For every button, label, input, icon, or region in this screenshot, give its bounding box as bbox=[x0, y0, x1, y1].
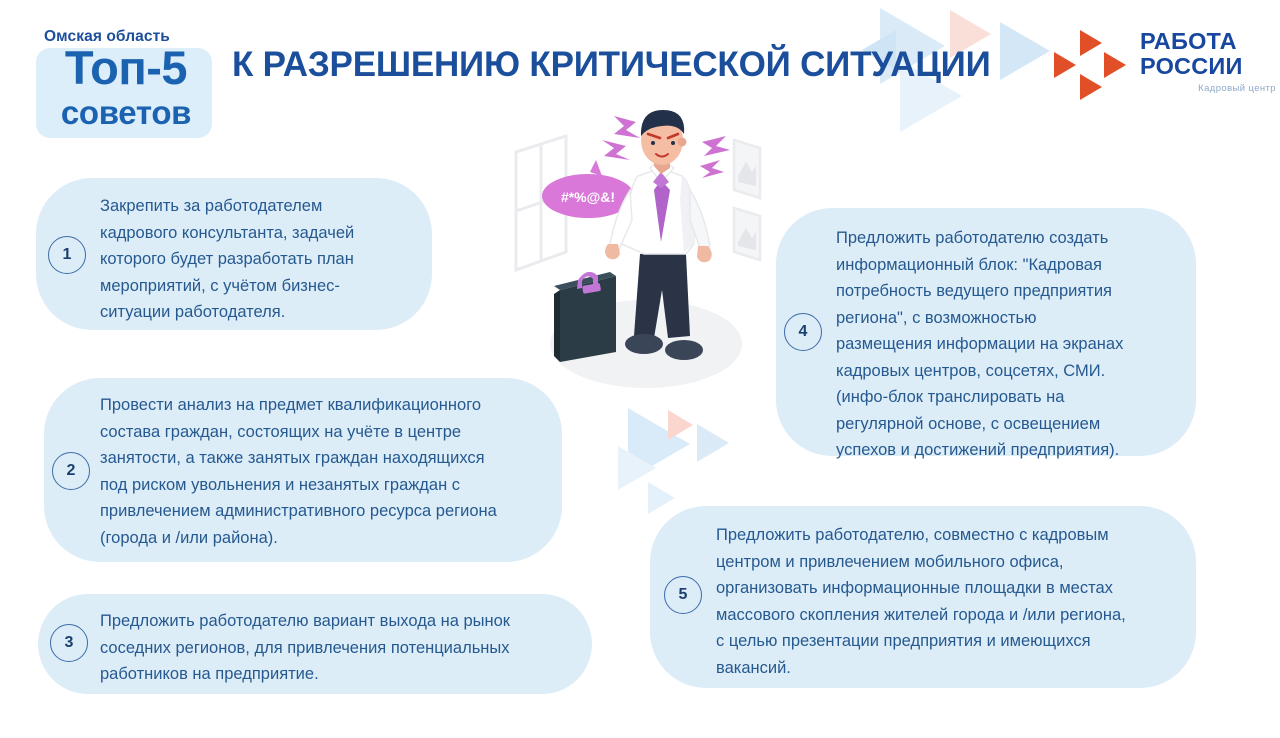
page-title: К РАЗРЕШЕНИЮ КРИТИЧЕСКОЙ СИТУАЦИИ bbox=[232, 45, 991, 84]
speech-bubble-text: #*%@&! bbox=[561, 189, 615, 205]
necktie bbox=[654, 180, 670, 242]
hand-left bbox=[605, 244, 620, 260]
tip-text-3: Предложить работодателю вариант выхода н… bbox=[100, 612, 510, 683]
eye-right bbox=[671, 141, 675, 145]
tip-text-2: Провести анализ на предмет квалификацион… bbox=[100, 396, 497, 547]
logo-line-1: РАБОТА bbox=[1140, 28, 1237, 54]
top5-badge-main-label: Топ-5 bbox=[64, 41, 188, 94]
briefcase-icon bbox=[554, 271, 616, 362]
logo-line-2: РОССИИ bbox=[1140, 53, 1243, 79]
tip-number-4: 4 bbox=[784, 313, 822, 351]
hair bbox=[640, 110, 685, 136]
tip-card-5 bbox=[650, 506, 1196, 688]
tip-number-5: 5 bbox=[664, 576, 702, 614]
top5-badge bbox=[36, 48, 212, 138]
logo-mark-icon bbox=[1054, 30, 1126, 100]
trousers bbox=[634, 254, 690, 338]
eyebrow-right bbox=[666, 132, 680, 140]
stressed-businessman-illustration: #*%@&! bbox=[514, 110, 762, 388]
rabota-rossii-logo: РАБОТА РОССИИ Кадровый центр bbox=[1048, 24, 1276, 106]
tip-text-4: Предложить работодателю создать информац… bbox=[836, 229, 1124, 459]
top5-badge-sub-label: советов bbox=[60, 94, 192, 131]
shoe-right bbox=[665, 340, 703, 360]
logo-subtitle: Кадровый центр bbox=[1198, 83, 1276, 94]
ear bbox=[677, 137, 687, 147]
decor-triangle-icon bbox=[628, 408, 690, 480]
decor-triangle-icon bbox=[668, 410, 693, 440]
tip-card-1 bbox=[36, 178, 432, 330]
logo-text-block: РАБОТА РОССИИ Кадровый центр bbox=[1140, 28, 1276, 95]
eye-left bbox=[651, 141, 655, 145]
tip-number-3: 3 bbox=[50, 624, 88, 662]
anger-bolts-left-icon bbox=[602, 116, 640, 160]
decor-triangle-icon bbox=[618, 446, 656, 490]
shoe-left bbox=[625, 334, 663, 354]
tip-card-4 bbox=[776, 208, 1196, 456]
tie-knot bbox=[653, 172, 669, 188]
tip-card-2 bbox=[44, 378, 562, 562]
region-label: Омская область bbox=[44, 28, 170, 45]
tip-text-5: Предложить работодателю, совместно с кад… bbox=[716, 526, 1126, 677]
mouth bbox=[655, 153, 669, 158]
tip-number-1: 1 bbox=[48, 236, 86, 274]
tip-text-1: Закрепить за работодателем кадрового кон… bbox=[100, 197, 355, 321]
decor-triangle-icon bbox=[697, 424, 729, 462]
tip-card-3 bbox=[38, 594, 592, 694]
eyebrow-left bbox=[646, 132, 662, 140]
anger-bolts-right-icon bbox=[700, 136, 730, 178]
tip-number-2: 2 bbox=[52, 452, 90, 490]
decor-triangle-icon bbox=[648, 482, 675, 514]
decor-triangle-icon bbox=[1000, 22, 1050, 80]
hand-right bbox=[697, 246, 712, 263]
picture-frames-icon bbox=[732, 138, 762, 262]
speech-bubble: #*%@&! bbox=[542, 160, 634, 218]
